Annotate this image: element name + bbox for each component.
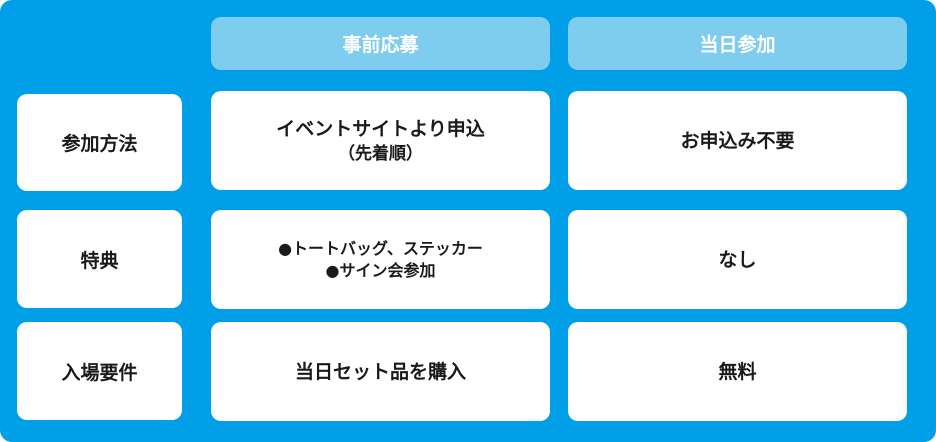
- cell-entry-pre: 当日セット品を購入: [211, 322, 550, 421]
- cell-entry-day: 無料: [568, 322, 907, 421]
- column-header-label: 当日参加: [699, 34, 776, 56]
- column-header-same-day: 当日参加: [568, 17, 907, 70]
- row-label-bonus: 特典: [17, 210, 182, 308]
- cell-text: ●サイン会参加: [325, 260, 436, 280]
- cell-bonus-day: なし: [568, 210, 907, 309]
- column-header-label: 事前応募: [342, 34, 419, 56]
- cell-text-note: （先着順）: [338, 143, 423, 164]
- cell-text: なし: [718, 248, 757, 271]
- cell-text: ●トートバッグ、ステッカー: [278, 238, 483, 258]
- cell-text: 当日セット品を購入: [294, 360, 466, 383]
- row-label-method: 参加方法: [17, 94, 182, 191]
- row-label-text: 特典: [80, 249, 119, 272]
- cell-text: お申込み不要: [680, 129, 795, 152]
- cell-method-pre: イベントサイトより申込 （先着順）: [211, 91, 550, 190]
- cell-bonus-pre: ●トートバッグ、ステッカー ●サイン会参加: [211, 210, 550, 309]
- column-header-pre-registration: 事前応募: [211, 17, 550, 70]
- cell-method-day: お申込み不要: [568, 91, 907, 190]
- row-label-text: 入場要件: [61, 361, 138, 384]
- cell-text: 無料: [718, 360, 757, 383]
- row-label-text: 参加方法: [61, 133, 138, 155]
- cell-text: イベントサイトより申込: [276, 117, 485, 140]
- row-label-entry: 入場要件: [17, 322, 182, 420]
